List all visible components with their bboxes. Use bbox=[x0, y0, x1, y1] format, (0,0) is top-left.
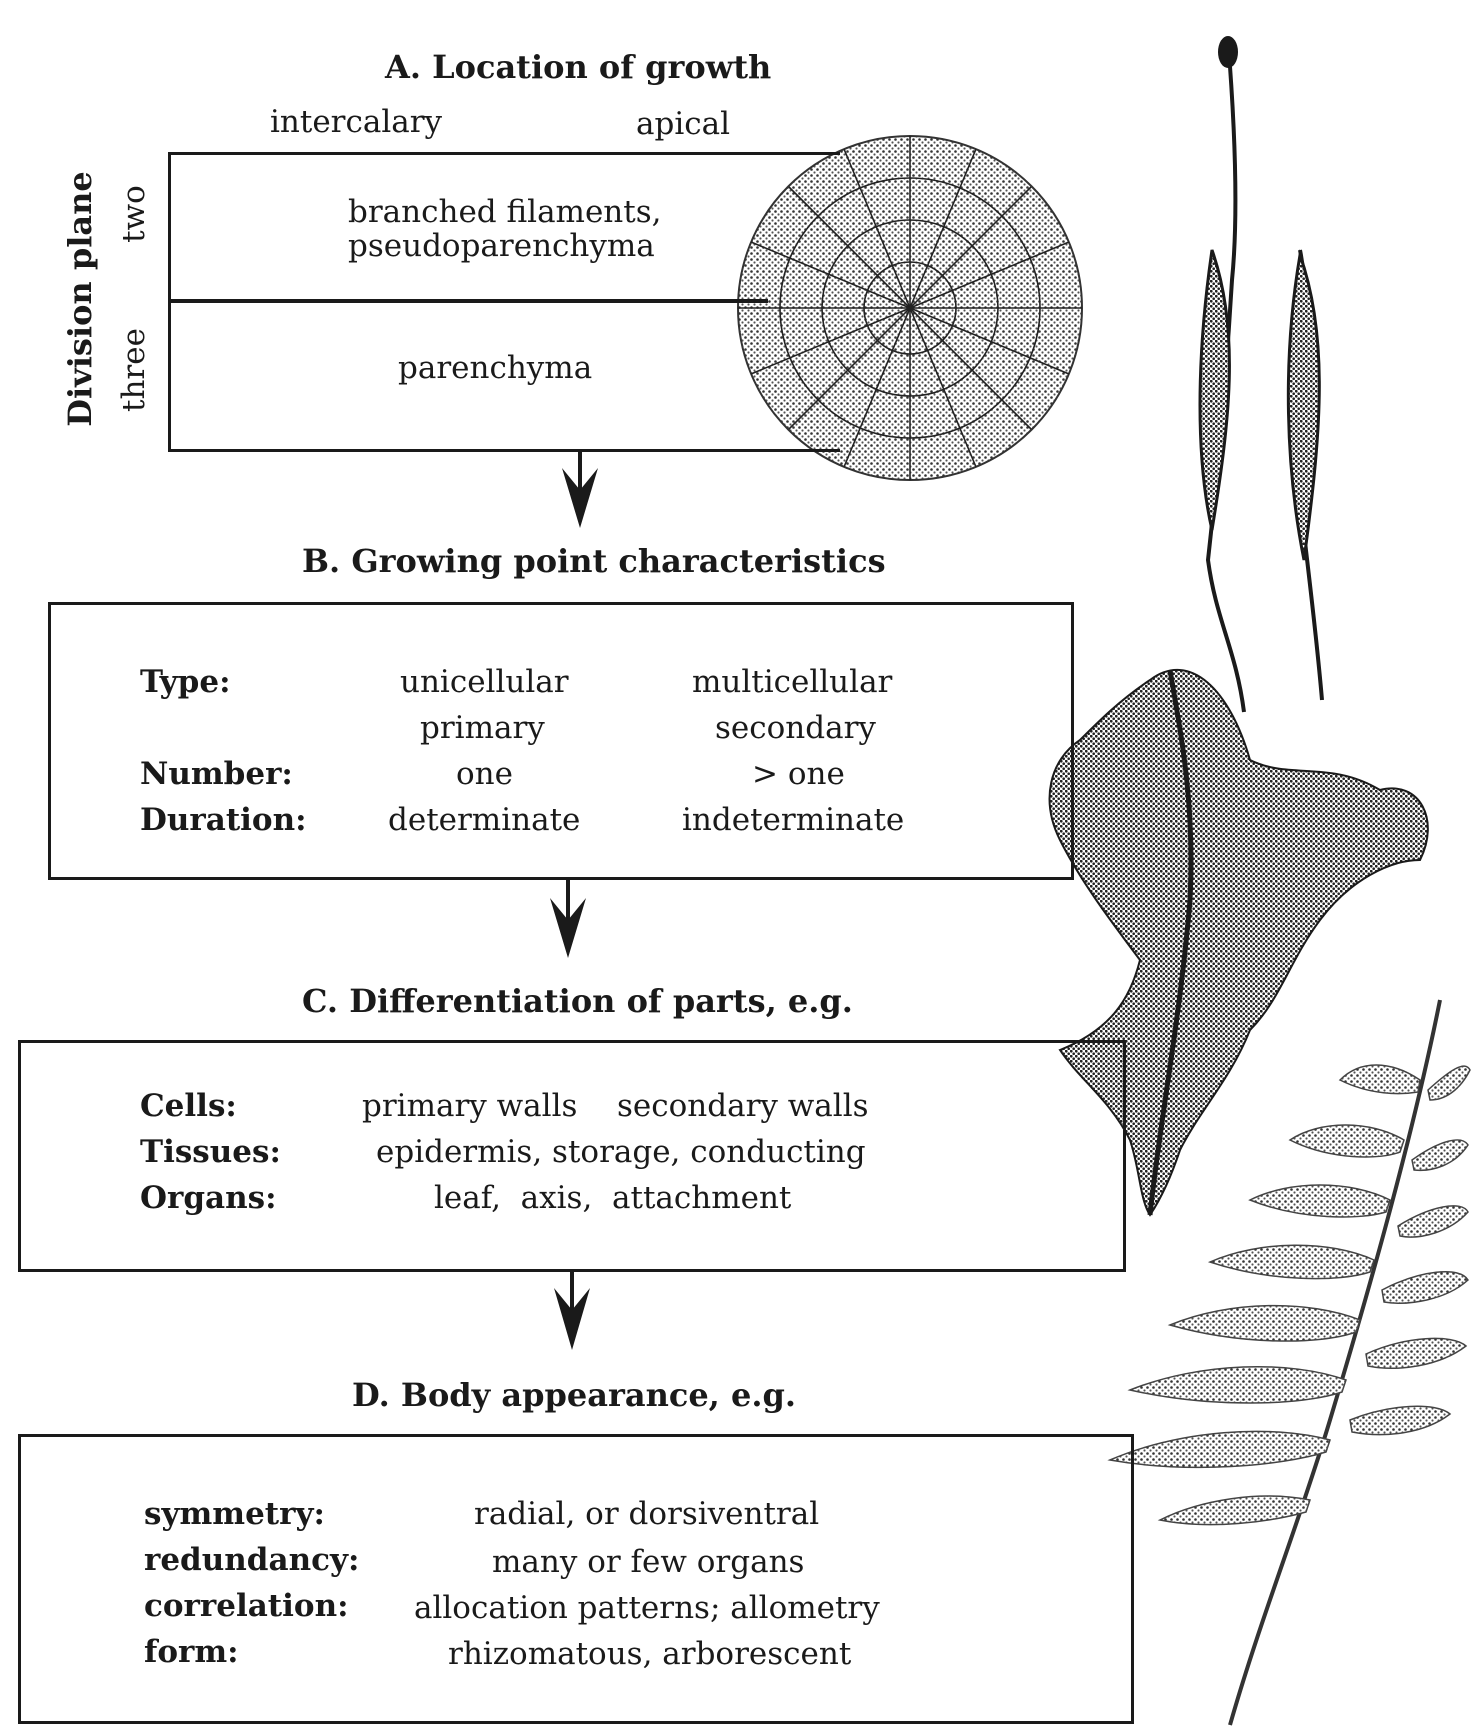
type-multicellular: multicellular bbox=[692, 664, 893, 700]
form-label: form: bbox=[144, 1634, 239, 1670]
redundancy-label: redundancy: bbox=[144, 1542, 360, 1578]
row-label-three: three bbox=[116, 328, 152, 412]
type-unicellular: unicellular bbox=[400, 664, 569, 700]
cells-label: Cells: bbox=[140, 1088, 237, 1124]
tissues-label: Tissues: bbox=[140, 1134, 281, 1170]
row-label-two: two bbox=[116, 185, 152, 243]
organs-label: Organs: bbox=[140, 1180, 277, 1216]
column-label-apical: apical bbox=[636, 106, 730, 142]
cell-two-line1: branched filaments, bbox=[348, 194, 662, 230]
section-c-heading: C. Differentiation of parts, e.g. bbox=[302, 982, 853, 1020]
section-b-heading: B. Growing point characteristics bbox=[302, 542, 886, 580]
arrow-c-to-d bbox=[554, 1270, 590, 1350]
cells-primary-walls: primary walls bbox=[362, 1088, 578, 1124]
section-d-heading: D. Body appearance, e.g. bbox=[352, 1376, 796, 1414]
division-plane-axis-label: Division plane bbox=[61, 171, 99, 427]
symmetry-value: radial, or dorsiventral bbox=[474, 1496, 820, 1532]
type-primary: primary bbox=[420, 710, 545, 746]
redundancy-value: many or few organs bbox=[492, 1544, 805, 1580]
table-divider bbox=[168, 299, 768, 303]
moss-drawing bbox=[1198, 36, 1324, 713]
arrow-b-to-c bbox=[550, 878, 586, 958]
duration-indeterminate: indeterminate bbox=[682, 802, 905, 838]
tissues-value: epidermis, storage, conducting bbox=[376, 1134, 866, 1170]
cells-secondary-walls: secondary walls bbox=[617, 1088, 869, 1124]
form-value: rhizomatous, arborescent bbox=[448, 1636, 852, 1672]
column-label-intercalary: intercalary bbox=[270, 104, 443, 140]
duration-determinate: determinate bbox=[388, 802, 581, 838]
symmetry-label: symmetry: bbox=[144, 1496, 325, 1532]
type-secondary: secondary bbox=[715, 710, 876, 746]
growing-point-box bbox=[48, 602, 1074, 880]
body-appearance-box bbox=[18, 1434, 1134, 1724]
section-a-heading: A. Location of growth bbox=[385, 48, 772, 86]
arrow-a-to-b bbox=[562, 450, 598, 528]
type-label: Type: bbox=[140, 664, 231, 700]
organs-value: leaf, axis, attachment bbox=[434, 1180, 792, 1216]
duration-label: Duration: bbox=[140, 802, 307, 838]
correlation-label: correlation: bbox=[144, 1588, 349, 1624]
differentiation-box bbox=[18, 1040, 1126, 1272]
number-more-than-one: > one bbox=[752, 756, 845, 792]
number-label: Number: bbox=[140, 756, 293, 792]
fern-drawing bbox=[1107, 999, 1471, 1726]
correlation-value: allocation patterns; allometry bbox=[414, 1590, 880, 1626]
cell-three: parenchyma bbox=[398, 350, 593, 386]
number-one: one bbox=[456, 756, 513, 792]
apical-dome-drawing bbox=[737, 135, 1083, 481]
cell-two-line2: pseudoparenchyma bbox=[348, 228, 655, 264]
